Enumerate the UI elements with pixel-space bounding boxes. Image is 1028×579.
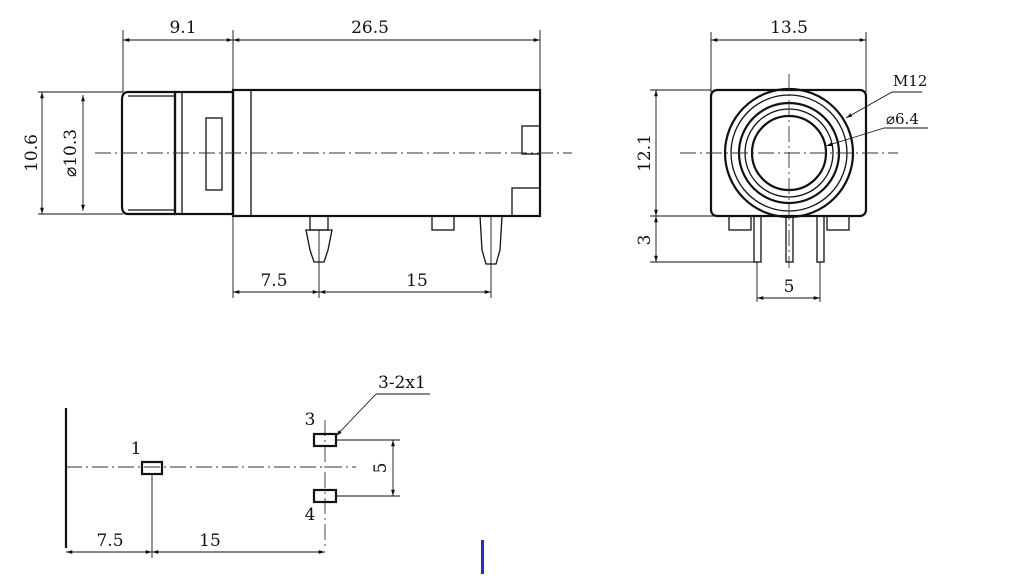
label-m12: M12	[893, 72, 927, 90]
inner-slot	[205, 117, 223, 191]
pad-callout: 3-2x1	[378, 373, 426, 393]
text-cursor	[481, 540, 484, 574]
front-view: 13.5 12.1 3 5 M12	[635, 18, 928, 302]
dim-label-3: 3	[635, 235, 655, 246]
pad-1	[140, 460, 164, 476]
pcb-layout: 1 3 4 3-2x1 5 7.5 15	[64, 373, 430, 558]
dim-label-15: 15	[406, 271, 428, 291]
dim-label-7-5: 7.5	[260, 271, 287, 291]
dim-label-12-1: 12.1	[635, 134, 655, 172]
dim-label-5: 5	[784, 277, 795, 297]
pad-1-label: 1	[131, 439, 142, 459]
pin-2-base	[431, 215, 455, 231]
rear-notch	[521, 125, 541, 155]
dim-label-10-3: ⌀10.3	[61, 129, 81, 177]
front-pin-left	[753, 215, 762, 263]
dim-label-26-5: 26.5	[351, 18, 389, 38]
dim-label-13-5: 13.5	[770, 18, 808, 38]
pcb-dim-label-15: 15	[199, 531, 221, 551]
pad-4-label: 4	[305, 505, 316, 525]
threaded-bushing	[120, 90, 177, 216]
pad-3-label: 3	[305, 410, 316, 430]
label-hole-diameter: ⌀6.4	[886, 110, 919, 128]
pin-1	[305, 229, 333, 263]
side-view: 9.1 26.5 10.6 ⌀10.3 7	[22, 18, 572, 298]
pcb-dim-label-5: 5	[371, 463, 391, 474]
front-pin-center	[785, 215, 794, 263]
pin-3	[479, 215, 503, 265]
pin-1-base	[309, 215, 329, 231]
dim-label-9-1: 9.1	[169, 18, 196, 38]
pcb-dim-label-7-5: 7.5	[96, 531, 123, 551]
front-pin-right	[816, 215, 825, 263]
dim-label-10-6: 10.6	[22, 134, 42, 172]
